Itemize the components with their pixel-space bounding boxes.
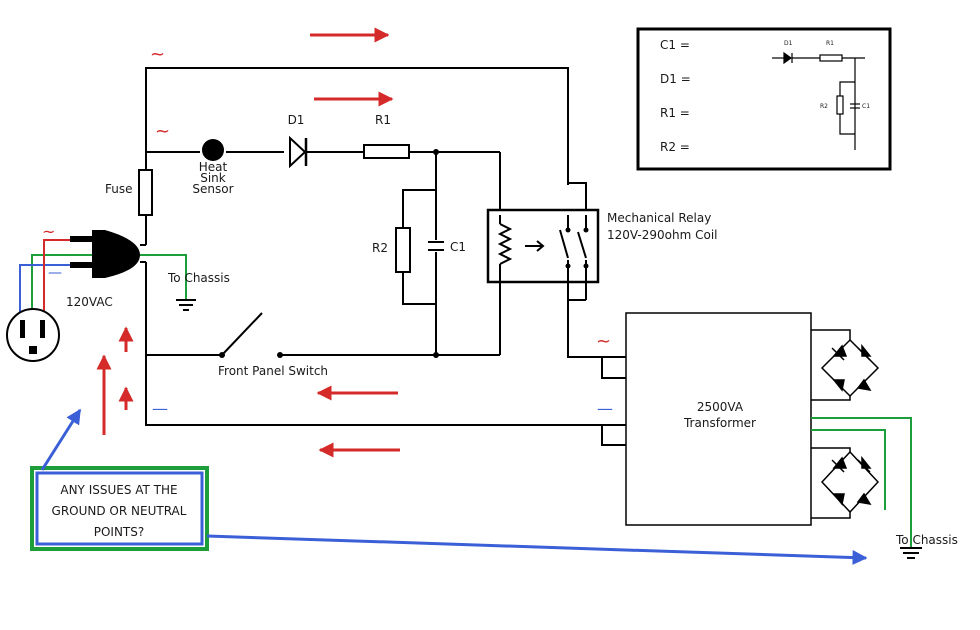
resistor-r2: R2 — [372, 227, 411, 273]
annotation-arrows — [40, 408, 868, 566]
neutral-symbol-left: — — [152, 399, 168, 418]
heat-sink-label-line3: Sensor — [192, 182, 233, 196]
neutral-symbol-transformer: — — [597, 399, 613, 418]
component-values-inset: C1 = D1 = R1 = R2 = D1 R1 R2 C1 — [636, 27, 892, 171]
transformer-label-line2: Transformer — [683, 416, 756, 430]
annotation-arrow-up — [40, 408, 82, 471]
neutral-symbol-plug: — — [48, 265, 62, 281]
capacitor-c1: C1 — [426, 240, 466, 254]
inset-r2-label: R2 = — [660, 140, 690, 154]
transformer-label-line1: 2500VA — [697, 400, 744, 414]
diode-d1: D1 — [288, 113, 308, 169]
current-arrows — [96, 27, 400, 458]
bridge-rectifier-2 — [820, 450, 880, 514]
resistor-r1: R1 — [363, 113, 410, 159]
junction-dots — [433, 149, 439, 358]
transformer: 2500VA Transformer — [625, 312, 851, 526]
front-panel-switch: Front Panel Switch — [218, 312, 328, 378]
fuse-label: Fuse — [105, 182, 133, 196]
annotation-line2: GROUND OR NEUTRAL — [52, 504, 187, 518]
inset-c1-label: C1 = — [660, 38, 690, 52]
inset-d1-label: D1 = — [660, 72, 691, 86]
d1-label: D1 — [288, 113, 305, 127]
bridge-rectifier-1 — [820, 338, 880, 398]
heat-sink-sensor: Heat Sink Sensor — [192, 139, 234, 196]
ac-symbol-transformer: ~ — [596, 331, 611, 352]
main-wiring — [145, 67, 626, 446]
annotation-line1: ANY ISSUES AT THE — [60, 483, 177, 497]
relay-label-line1: Mechanical Relay — [607, 211, 711, 225]
to-chassis-bottom-label: To Chassis — [895, 533, 958, 547]
input-voltage-label: 120VAC — [66, 295, 113, 309]
plug — [70, 230, 146, 278]
to-chassis-top-label: To Chassis — [167, 271, 230, 285]
r2-label: R2 — [372, 241, 388, 255]
heat-sink-label-line1: Heat — [199, 160, 228, 174]
annotation-box: ANY ISSUES AT THE GROUND OR NEUTRAL POIN… — [30, 466, 209, 551]
inset-mini-r2: R2 — [820, 103, 828, 110]
r1-label: R1 — [375, 113, 391, 127]
inset-mini-r1: R1 — [826, 40, 834, 47]
outlet — [6, 308, 60, 362]
inset-mini-c1: C1 — [862, 103, 870, 110]
annotation-arrow-right — [206, 534, 868, 566]
ac-symbol-branch: ~ — [155, 121, 170, 142]
fuse: Fuse — [105, 169, 153, 216]
heat-sink-label-line2: Sink — [200, 171, 226, 185]
inset-mini-d1: D1 — [784, 40, 793, 47]
c1-label: C1 — [450, 240, 466, 254]
ground-symbol-bottom — [900, 547, 922, 559]
inset-r1-label: R1 = — [660, 106, 690, 120]
front-panel-switch-label: Front Panel Switch — [218, 364, 328, 378]
ac-symbol-plug: ~ — [42, 222, 55, 241]
relay-label-line2: 120V-290ohm Coil — [607, 228, 717, 242]
ground-symbol-top — [176, 299, 196, 311]
mechanical-relay: Mechanical Relay 120V-290ohm Coil — [486, 208, 717, 284]
symbols: ~ ~ ~ ~ — — — — [42, 44, 613, 418]
ac-symbol-top: ~ — [150, 44, 165, 65]
annotation-line3: POINTS? — [94, 525, 145, 539]
ground-wire-bottom — [811, 417, 912, 548]
